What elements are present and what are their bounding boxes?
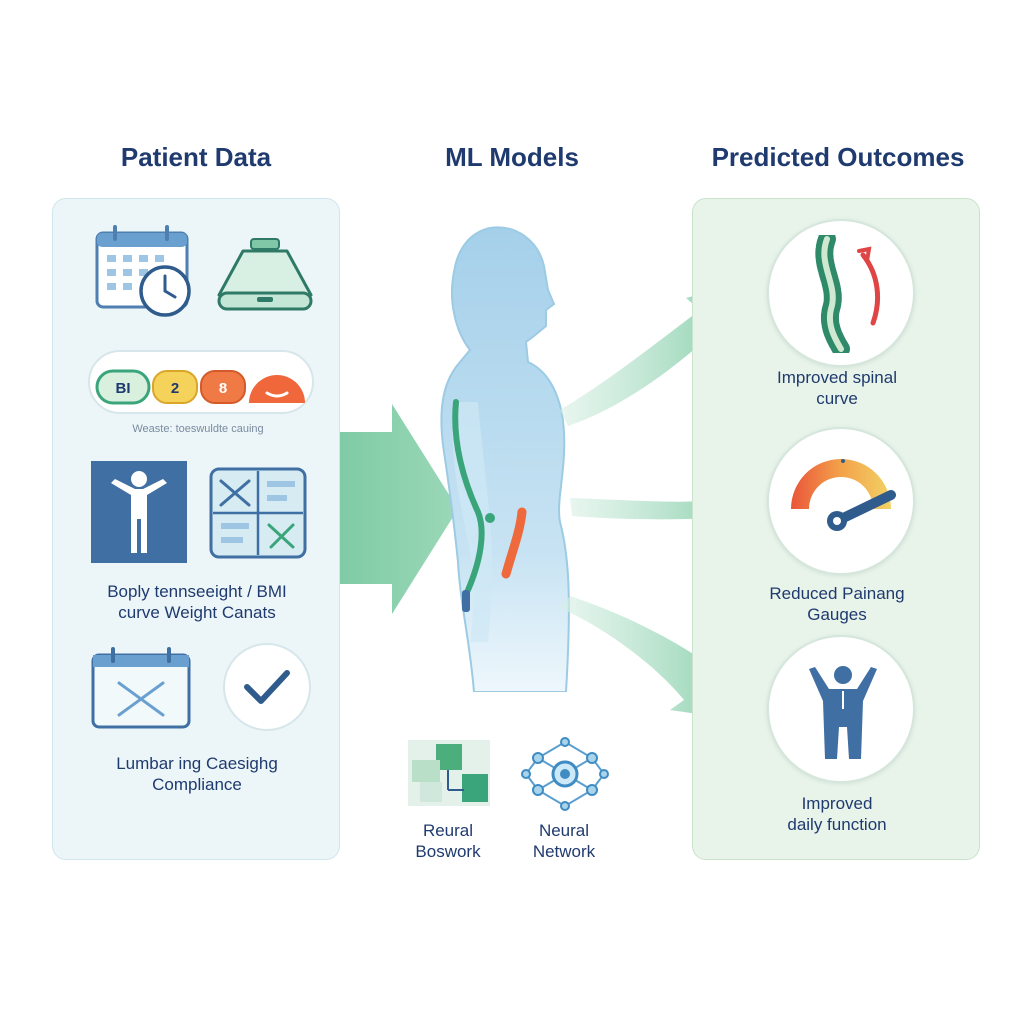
person-arms-up-icon: [809, 666, 877, 759]
input-arrow: [340, 404, 458, 614]
model-1-label: Reural Boswork: [396, 820, 500, 862]
spine-icon: [815, 235, 881, 353]
human-body-figure: [440, 226, 570, 692]
outcome-2-label: Reduced Painang Gauges: [737, 583, 937, 625]
pill-2-label: 2: [171, 380, 179, 397]
ml-models-title: ML Models: [445, 142, 579, 172]
pill-bi-label: BI: [116, 380, 131, 397]
bmi-indicator-pills: BI 2 8: [88, 350, 314, 414]
spinal-curve-circle: [767, 219, 915, 367]
gauge-icon: [791, 459, 896, 531]
outcome-1-label-text: Improved spinal curve: [776, 368, 897, 408]
outcome-3-label-text: Improved daily function: [787, 794, 887, 834]
model-1-label-text: Reural Boswork: [415, 821, 481, 861]
outcome-2-label-text: Reduced Painang Gauges: [769, 584, 905, 624]
neural-network-icon: [521, 737, 609, 811]
model-2-label-text: Neural Network: [532, 821, 596, 861]
calendar-clock-icon: [95, 225, 191, 317]
compliance-caption: Lumbar ing Caesighg Compliance: [67, 753, 327, 795]
scale-device-icon: [217, 238, 313, 311]
outcome-3-label: Improved daily function: [737, 793, 937, 835]
daily-function-circle: [767, 635, 915, 783]
pill-caption: Weaste: toeswuldte cauing: [132, 423, 264, 435]
outcome-1-label: Improved spinal curve: [737, 367, 937, 409]
predicted-outcomes-title: Predicted Outcomes: [711, 142, 965, 172]
compliance-caption-text: Lumbar ing Caesighg Compliance: [116, 754, 278, 794]
decision-tree-icon: [408, 740, 490, 806]
check-icon: [223, 643, 311, 731]
patient-data-title: Patient Data: [120, 142, 272, 172]
chart-grid-icon: [209, 467, 307, 559]
xray-caption-text: Boply tennseeight / BMI curve Weight Can…: [107, 582, 287, 622]
model-2-label: Neural Network: [510, 820, 618, 862]
pill-8-label: 8: [219, 380, 227, 397]
patient-data-panel: BI 2 8 Weaste: toeswuldte cauing Boply t…: [52, 198, 340, 860]
calendar-cross-icon: [91, 647, 191, 729]
xray-caption: Boply tennseeight / BMI curve Weight Can…: [67, 581, 327, 623]
xray-body-icon: [91, 461, 187, 563]
predicted-outcomes-panel: Improved spinal curve Reduced Painang Ga…: [692, 198, 980, 860]
pain-gauge-circle: [767, 427, 915, 575]
arrow-to-pain-gauge: [570, 480, 756, 532]
